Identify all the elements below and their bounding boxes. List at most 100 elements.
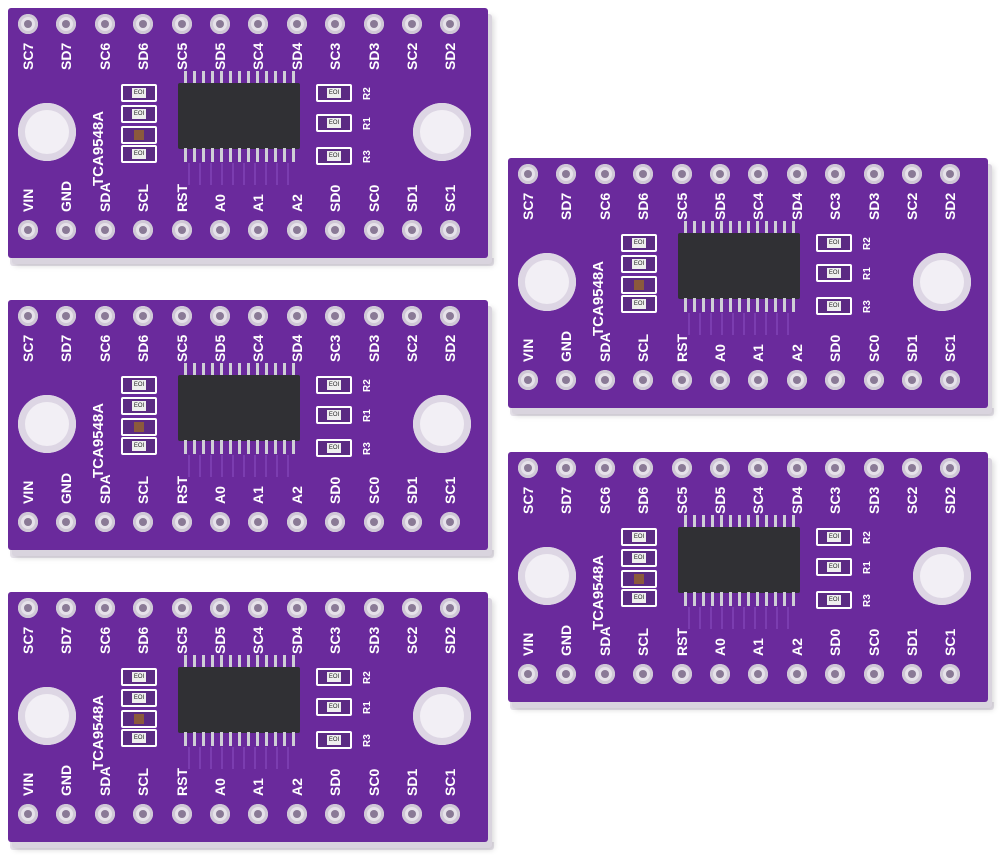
- pin-label: SD2: [442, 626, 459, 654]
- mounting-hole: [413, 395, 471, 453]
- pcb-trace: [276, 455, 278, 477]
- pin-pad: [710, 458, 730, 478]
- pin-pad: [863, 664, 884, 684]
- pin-label: SC6: [96, 334, 113, 362]
- pin-label: SC3: [827, 192, 844, 220]
- resistor-label: R3: [862, 300, 873, 313]
- smd-marking: EOI: [827, 595, 841, 605]
- pin-label: SD4: [288, 334, 305, 362]
- resistor: EOI: [316, 731, 352, 749]
- pin-pad: [133, 512, 154, 532]
- pcb-trace: [243, 747, 245, 769]
- pin-label: SD5: [712, 486, 728, 514]
- pin-label: A1: [250, 778, 267, 796]
- pin-pad: [671, 458, 692, 478]
- resistor-label: R3: [362, 734, 373, 747]
- pin-pad: [325, 512, 346, 532]
- pin-label: SDA: [96, 766, 113, 796]
- pin-pad: [56, 306, 77, 326]
- pin-pad: [902, 164, 922, 184]
- pin-pad: [94, 306, 115, 326]
- smd-component: EOI: [621, 234, 657, 252]
- smd-marking: EOI: [132, 380, 146, 390]
- pin-pad: [286, 512, 307, 532]
- pin-label: SD7: [558, 192, 575, 220]
- pin-pad: [940, 164, 961, 184]
- ic-chip: [678, 527, 800, 593]
- pin-pad: [171, 306, 192, 326]
- resistor-label: R2: [362, 379, 373, 392]
- pin-pad: [18, 306, 38, 326]
- pin-pad: [671, 164, 692, 184]
- pcb-trace: [754, 607, 756, 629]
- pin-label: SD0: [327, 476, 344, 504]
- pcb-trace: [721, 607, 723, 629]
- pin-label: SD5: [212, 334, 228, 362]
- pin-pad: [748, 664, 769, 684]
- smd-component: EOI: [121, 84, 157, 102]
- pin-label: SD7: [58, 334, 75, 362]
- smd-marking: EOI: [132, 88, 146, 98]
- resistor: EOI: [316, 147, 352, 165]
- pcb-trace: [221, 163, 223, 185]
- pin-pad: [786, 458, 807, 478]
- chip-pins: [184, 71, 296, 83]
- pin-label: VIN: [20, 188, 36, 212]
- pin-pad: [402, 598, 422, 618]
- smd-marking: EOI: [327, 672, 341, 682]
- pin-pad: [825, 164, 846, 184]
- pcb-trace: [199, 163, 201, 185]
- pin-pad: [786, 664, 807, 684]
- pcb-trace: [765, 313, 767, 335]
- smd-marking: EOI: [632, 238, 646, 248]
- pin-pad: [248, 512, 269, 532]
- pin-label: A1: [750, 638, 767, 656]
- pin-pad: [133, 306, 154, 326]
- pin-label: SC2: [904, 192, 920, 220]
- pcb-trace: [743, 313, 745, 335]
- pin-label: SC5: [173, 626, 190, 654]
- smd-component: EOI: [121, 437, 157, 455]
- pin-pad: [325, 220, 346, 240]
- smd-marking: EOI: [327, 88, 341, 98]
- resistor-label: R1: [362, 117, 373, 130]
- pin-label: SC1: [442, 476, 459, 504]
- pin-pad: [325, 804, 346, 824]
- pin-pad: [363, 512, 384, 532]
- pin-label: SD3: [365, 334, 382, 362]
- pin-pad: [594, 458, 615, 478]
- pcb-trace: [276, 747, 278, 769]
- pin-label: VIN: [20, 480, 36, 504]
- pin-pad: [248, 220, 269, 240]
- pcb-trace: [776, 607, 778, 629]
- pcb-trace: [732, 607, 734, 629]
- pin-label: RST: [673, 628, 690, 656]
- smd-marking: EOI: [132, 109, 146, 119]
- mounting-hole: [18, 687, 76, 745]
- pin-label: SC6: [96, 626, 113, 654]
- pin-pad: [633, 370, 654, 390]
- pin-pad: [94, 512, 115, 532]
- pin-pad: [56, 220, 77, 240]
- pin-label: SD1: [404, 768, 420, 796]
- pcb-trace: [254, 163, 256, 185]
- pin-label: SCL: [635, 628, 652, 656]
- capacitor-body: [134, 130, 144, 140]
- pin-label: SC0: [865, 334, 882, 362]
- smd-marking: EOI: [327, 443, 341, 453]
- pin-label: A0: [712, 638, 728, 656]
- pin-pad: [440, 512, 461, 532]
- pin-pad: [710, 664, 730, 684]
- smd-marking: EOI: [327, 118, 341, 128]
- smd-marking: EOI: [327, 410, 341, 420]
- pcb-trace: [710, 313, 712, 335]
- pin-pad: [556, 458, 577, 478]
- pin-pad: [18, 598, 38, 618]
- pcb-trace: [743, 607, 745, 629]
- pcb-trace: [210, 163, 212, 185]
